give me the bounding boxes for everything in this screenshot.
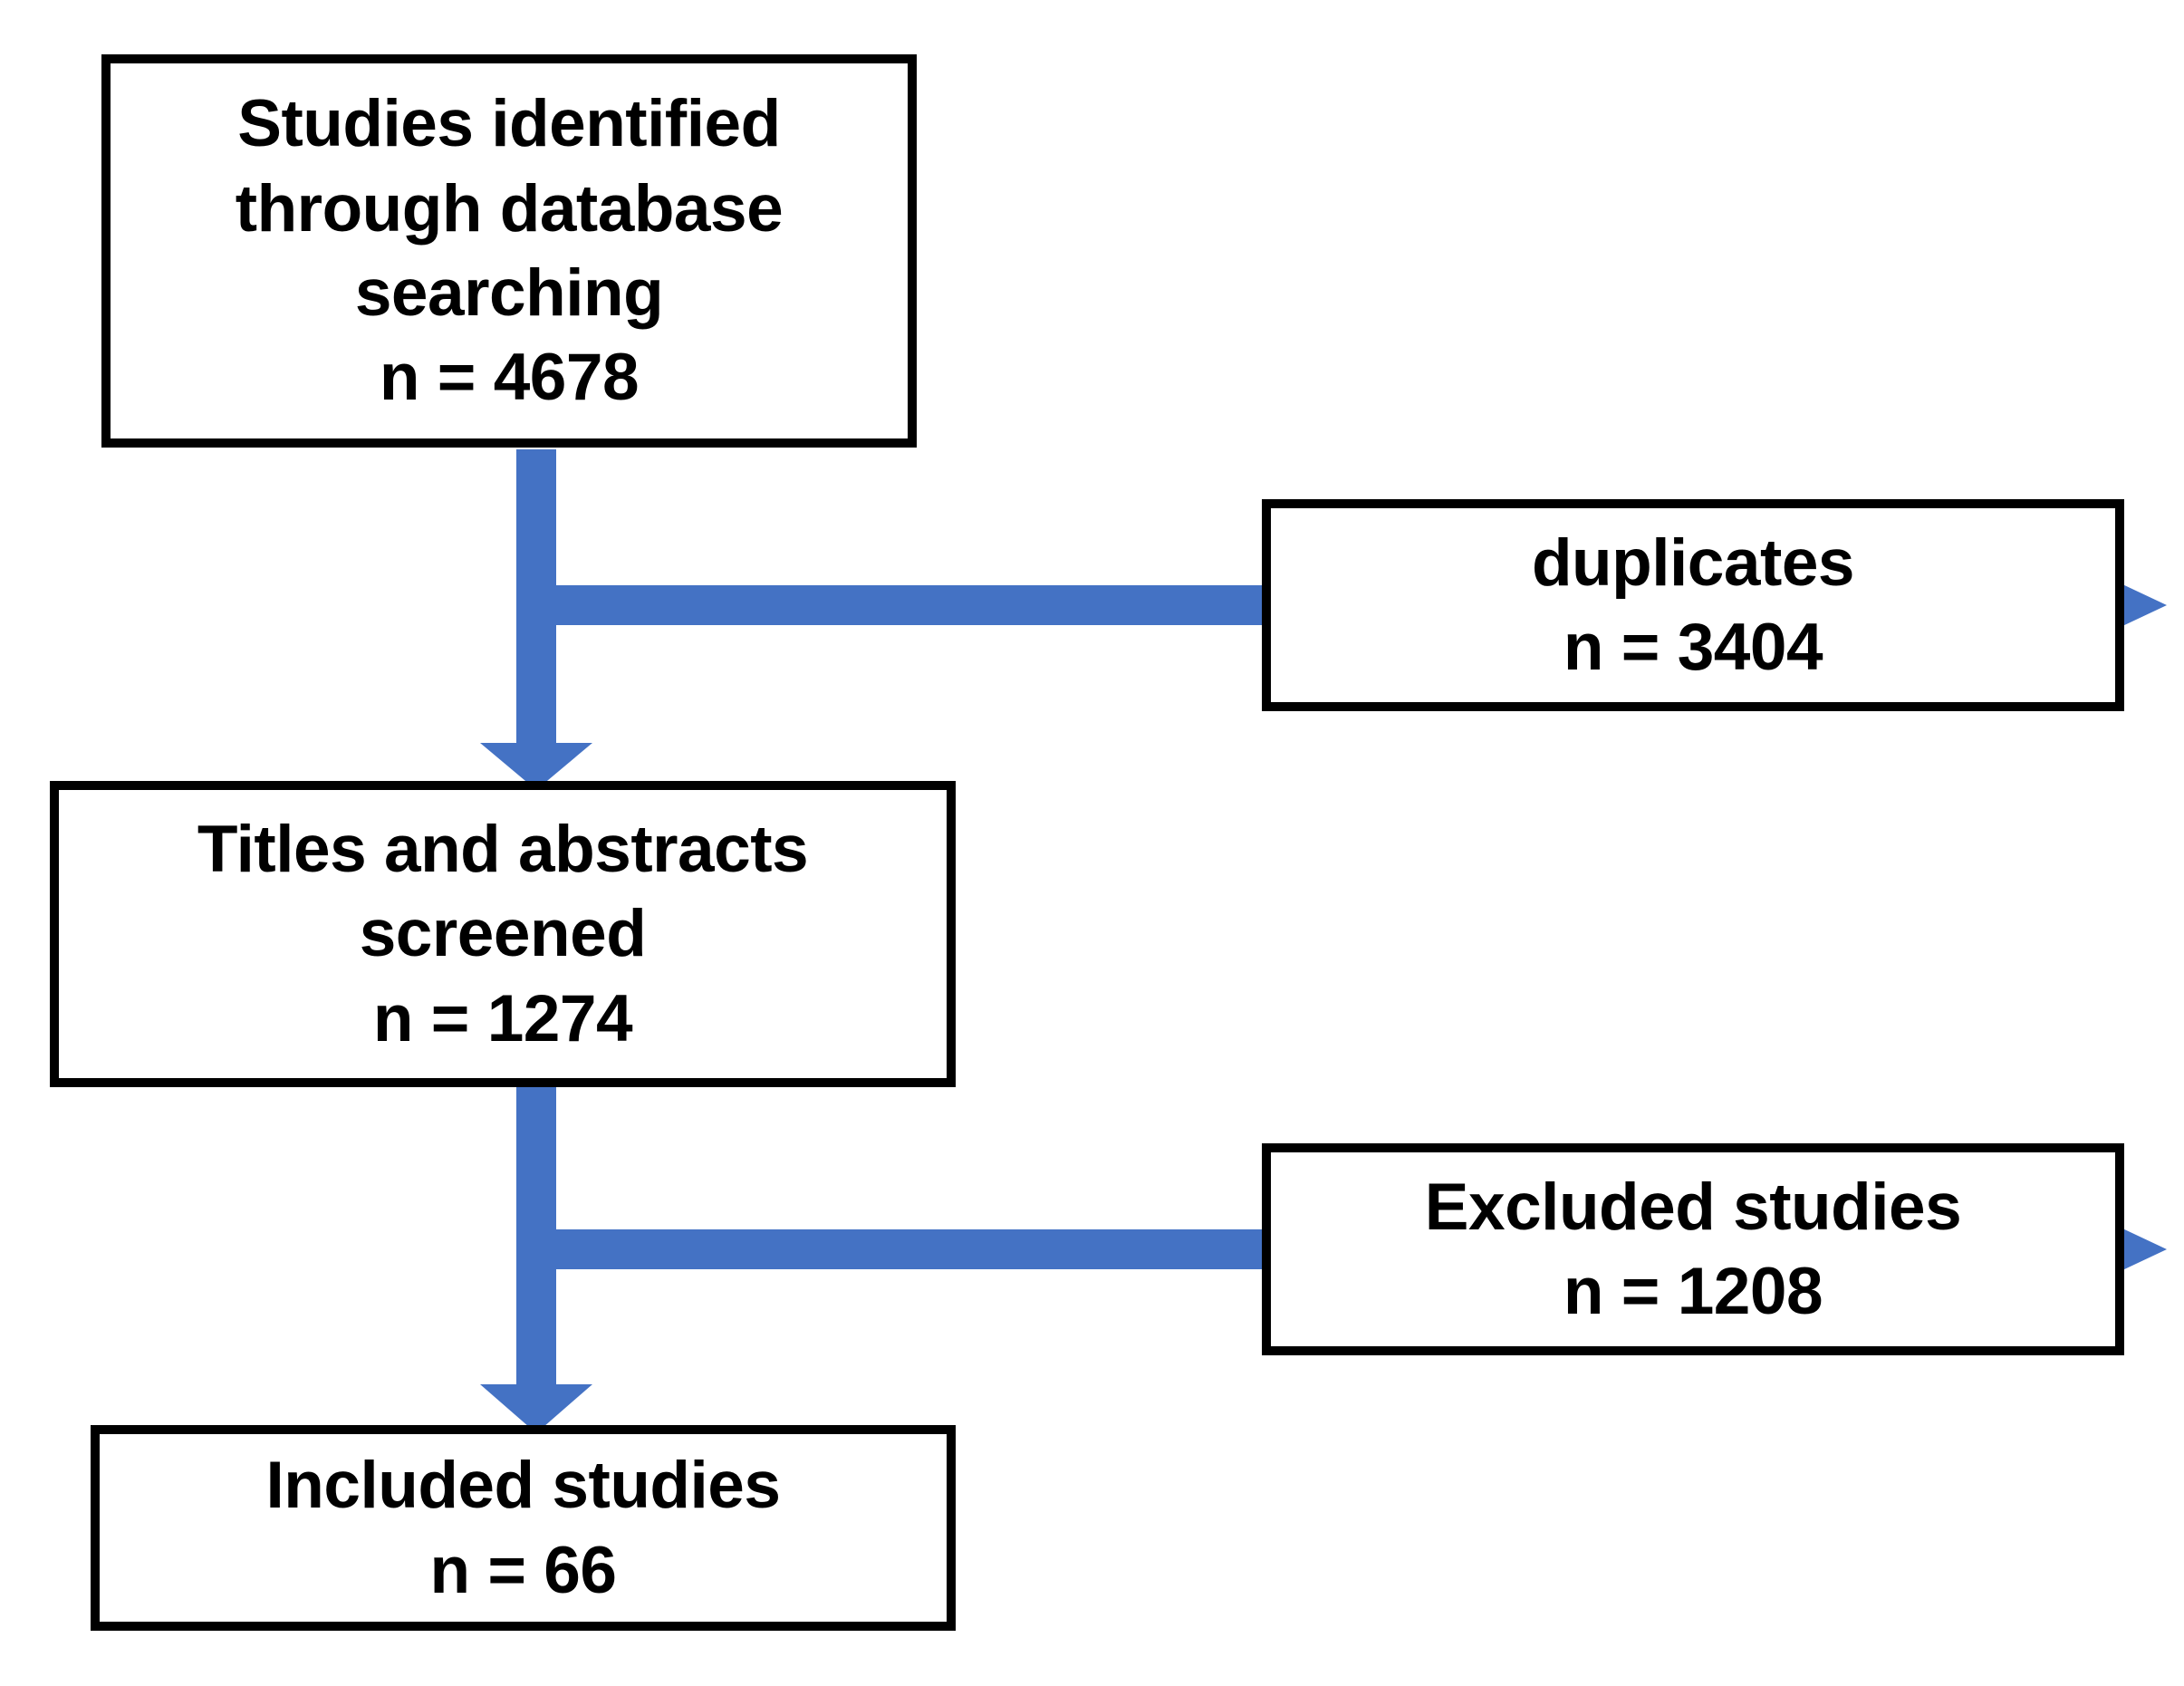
- screened-count: n = 1274: [372, 981, 633, 1055]
- duplicates-count: n = 3404: [1563, 611, 1823, 684]
- arrow-identified-to-screened: [480, 449, 592, 790]
- duplicates-label: duplicates: [1531, 525, 1855, 600]
- excluded-studies-label: Excluded studies: [1424, 1170, 1962, 1244]
- studies-identified-line-3: searching: [354, 256, 664, 330]
- included-studies-label: Included studies: [265, 1449, 781, 1523]
- box-excluded-studies: Excluded studies n = 1208: [1262, 1143, 2124, 1355]
- box-included-studies: Included studies n = 66: [91, 1425, 956, 1631]
- box-studies-identified: Studies identified through database sear…: [101, 54, 917, 448]
- studies-identified-line-2: through database: [235, 171, 784, 246]
- studies-identified-count: n = 4678: [379, 341, 640, 415]
- box-titles-and-abstracts-screened: Titles and abstracts screened n = 1274: [50, 781, 956, 1087]
- box-duplicates: duplicates n = 3404: [1262, 499, 2124, 711]
- studies-identified-line-1: Studies identified: [237, 87, 781, 161]
- included-studies-count: n = 66: [429, 1533, 617, 1607]
- excluded-studies-count: n = 1208: [1563, 1255, 1823, 1328]
- screened-line-1: Titles and abstracts: [197, 812, 809, 886]
- arrow-screened-to-included: [480, 1087, 592, 1433]
- screened-line-2: screened: [359, 897, 647, 971]
